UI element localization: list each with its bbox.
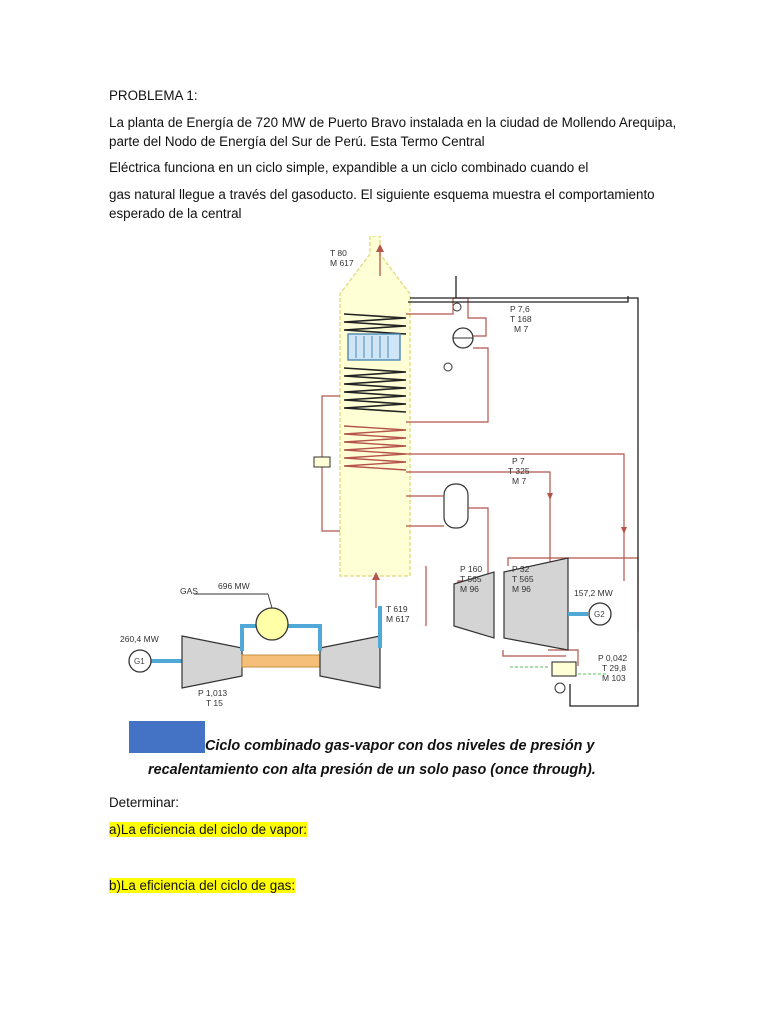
determinar-label: Determinar: (109, 795, 179, 810)
question-a: a)La eficiencia del ciclo de vapor: (109, 822, 307, 837)
mp-m-label: M 7 (512, 476, 526, 486)
hp-drum-icon (443, 483, 469, 529)
caption-line-2: recalentamiento con alta presión de un s… (148, 762, 596, 778)
gas-turbine (319, 635, 381, 689)
ipt-t-label: T 565 (512, 574, 534, 584)
valve-icon (313, 456, 331, 468)
hpt-m-label: M 96 (460, 584, 479, 594)
cond-t-label: T 29,8 (602, 663, 626, 673)
condensate-pump-icon (554, 682, 566, 694)
air-gas-path (240, 606, 382, 651)
feedwater-loop (408, 276, 639, 707)
pump-top-icon (452, 302, 462, 312)
paragraph-3-line-2: esperado de la central (109, 206, 242, 221)
hpt-t-label: T 565 (460, 574, 482, 584)
caption-line-1: Ciclo combinado gas-vapor con dos nivele… (205, 738, 595, 754)
generator-g1-icon (128, 649, 152, 673)
paragraph-3-line-1: gas natural llegue a través del gasoduct… (109, 187, 655, 202)
hp-coil (343, 367, 407, 413)
g2-label: G2 (594, 610, 605, 619)
problem-heading: PROBLEMA 1: (109, 88, 198, 103)
compressor (181, 635, 243, 689)
paragraph-1-line-1: La planta de Energía de 720 MW de Puerto… (109, 115, 677, 130)
combustor-icon (255, 607, 289, 641)
ip-turbine (503, 557, 569, 651)
pump-lp-icon (443, 362, 453, 372)
superheater-coil (343, 425, 407, 471)
exhaust-arrowhead (376, 244, 384, 252)
lp-m-label: M 7 (514, 324, 528, 334)
combined-cycle-diagram: T 80 M 617 P 7,6 T 168 M 7 P 7 T 325 M 7… (120, 236, 639, 708)
steam-power-label: 157,2 MW (574, 588, 613, 598)
question-b-line: b)La eficiencia del ciclo de gas: (109, 876, 689, 895)
flow-arrow-2 (621, 527, 627, 534)
condenser-icon (551, 661, 577, 677)
question-a-line: a)La eficiencia del ciclo de vapor: (109, 820, 689, 839)
cond-p-label: P 0,042 (598, 653, 627, 663)
exhaust-t-label: T 619 (386, 604, 408, 614)
lp-t-label: T 168 (510, 314, 532, 324)
cond-m-label: M 103 (602, 673, 626, 683)
inlet-t-label: T 15 (206, 698, 223, 708)
hpt-p-label: P 160 (460, 564, 482, 574)
ipt-m-label: M 96 (512, 584, 531, 594)
flow-arrow-1 (547, 493, 553, 500)
lp-p-label: P 7,6 (510, 304, 530, 314)
generator-g2-icon (588, 602, 612, 626)
inlet-p-label: P 1,013 (198, 688, 227, 698)
stack-t-label: T 80 (330, 248, 347, 258)
stack-m-label: M 617 (330, 258, 354, 268)
mp-p-label: P 7 (512, 456, 525, 466)
lp-evaporator (347, 333, 401, 361)
paragraph-1-line-2: parte del Nodo de Energía del Sur de Per… (109, 134, 485, 149)
g1-label: G1 (134, 657, 145, 666)
hp-turbine (453, 571, 495, 639)
economizer-coil (343, 313, 407, 335)
exhaust-m-label: M 617 (386, 614, 410, 624)
gas-power-label: 260,4 MW (120, 634, 159, 644)
ipt-p-label: P 32 (512, 564, 530, 574)
caption-color-box (129, 721, 205, 753)
question-b: b)La eficiencia del ciclo de gas: (109, 878, 296, 893)
mp-t-label: T 325 (508, 466, 530, 476)
paragraph-2: Eléctrica funciona en un ciclo simple, e… (109, 160, 589, 175)
gt-shaft (241, 654, 321, 668)
fuel-power-label: 696 MW (218, 581, 250, 591)
gas-label: GAS (180, 586, 198, 596)
